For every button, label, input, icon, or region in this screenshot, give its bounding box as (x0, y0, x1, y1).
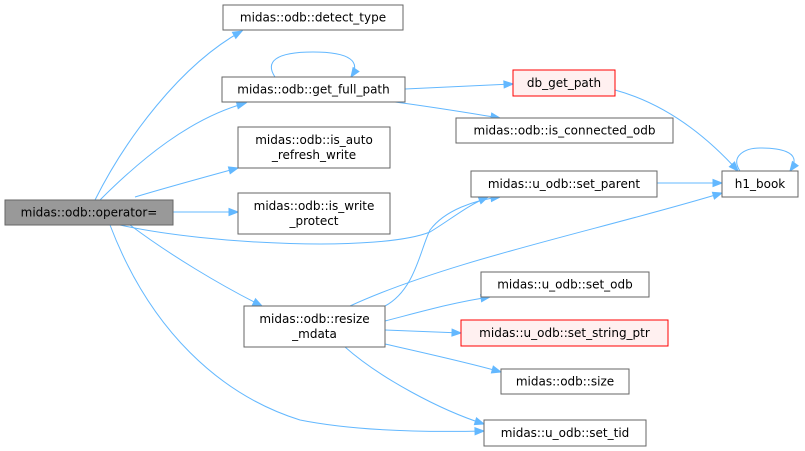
node-box-operator_eq (4, 199, 174, 226)
node-box-set_string_ptr (460, 319, 669, 347)
node-label-resize_mdata-line-1: midas::odb::resize (259, 312, 369, 326)
node-get_full_path[interactable]: midas::odb::get_full_path (221, 76, 406, 103)
arrowhead-operator_eq-to-is_auto_refresh_write (227, 166, 240, 175)
node-detect_type[interactable]: midas::odb::detect_type (222, 4, 404, 31)
arrowhead-resize_mdata-to-h1_book (711, 191, 724, 200)
node-box-is_connected_odb (455, 117, 674, 144)
node-label-h1_book-line-1: h1_book (735, 177, 786, 191)
node-label-detect_type-line-1: midas::odb::detect_type (240, 11, 386, 25)
node-resize_mdata[interactable]: midas::odb::resize_mdata (243, 305, 386, 348)
arrowhead-operator_eq-to-resize_mdata (251, 297, 264, 307)
arrowhead-operator_eq-to-detect_type (231, 30, 244, 40)
node-box-set_tid (483, 419, 647, 447)
edge-operator_eq-to-is_auto_refresh_write (134, 167, 239, 198)
arrowhead-resize_mdata-to-set_string_ptr (451, 328, 463, 337)
node-label-operator_eq-line-1: midas::odb::operator= (21, 206, 158, 220)
node-label-set_odb-line-1: midas::u_odb::set_odb (497, 278, 633, 292)
node-h1_book[interactable]: h1_book (721, 170, 799, 198)
edge-resize_mdata-to-size (384, 343, 502, 373)
edge-resize_mdata-to-set_tid (344, 346, 485, 425)
node-box-set_odb (480, 271, 650, 298)
node-label-size-line-1: midas::odb::size (516, 375, 614, 389)
node-box-is_auto_refresh_write (237, 126, 391, 169)
node-label-is_write_protect-line-2: _protect (288, 214, 338, 228)
node-label-set_string_ptr-line-1: midas::u_odb::set_string_ptr (479, 326, 650, 340)
edge-operator_eq-to-resize_mdata (129, 224, 263, 307)
edge-operator_eq-to-set_tid (109, 224, 485, 432)
node-box-resize_mdata (243, 305, 386, 348)
edge-operator_eq-to-detect_type (94, 30, 243, 201)
edge-get_full_path-to-db_get_path (404, 83, 514, 90)
arrowhead-operator_eq-to-is_write_protect (228, 207, 240, 217)
node-set_parent[interactable]: midas::u_odb::set_parent (470, 170, 658, 198)
arrowhead-operator_eq-to-set_tid (474, 426, 486, 436)
arrowhead-operator_eq-to-get_full_path (235, 101, 248, 110)
node-label-get_full_path-line-1: midas::odb::get_full_path (237, 83, 389, 97)
edge-operator_eq-to-get_full_path (99, 102, 247, 201)
node-box-detect_type (222, 4, 404, 31)
node-is_auto_refresh_write[interactable]: midas::odb::is_auto_refresh_write (237, 126, 391, 169)
node-box-size (500, 368, 630, 395)
edge-resize_mdata-to-h1_book (349, 192, 723, 307)
edge-h1_book-to-h1_book (736, 147, 795, 172)
node-set_string_ptr[interactable]: midas::u_odb::set_string_ptr (460, 319, 669, 347)
node-size[interactable]: midas::odb::size (500, 368, 630, 395)
arrowhead-resize_mdata-to-size (490, 365, 503, 374)
edge-resize_mdata-to-set_parent (384, 196, 501, 307)
node-label-is_auto_refresh_write-line-2: _refresh_write (271, 148, 356, 162)
node-db_get_path[interactable]: db_get_path (512, 69, 616, 97)
node-is_connected_odb[interactable]: midas::odb::is_connected_odb (455, 117, 674, 144)
node-label-is_connected_odb-line-1: midas::odb::is_connected_odb (474, 124, 656, 138)
node-box-db_get_path (512, 69, 616, 97)
node-box-is_write_protect (237, 192, 391, 235)
edges-layer (94, 30, 799, 436)
node-label-is_write_protect-line-1: midas::odb::is_write (254, 199, 375, 213)
node-label-set_tid-line-1: midas::u_odb::set_tid (501, 426, 630, 440)
arrowhead-get_full_path-to-get_full_path (350, 66, 360, 79)
node-label-is_auto_refresh_write-line-1: midas::odb::is_auto (255, 133, 373, 147)
edge-operator_eq-to-set_parent (119, 196, 489, 245)
arrowhead-h1_book-to-h1_book (789, 160, 799, 173)
node-box-h1_book (721, 170, 799, 198)
arrowhead-set_parent-to-h1_book (712, 178, 724, 188)
node-label-resize_mdata-line-2: _mdata (291, 327, 337, 341)
edge-resize_mdata-to-set_odb (384, 296, 491, 322)
edge-get_full_path-to-get_full_path (270, 51, 356, 78)
node-label-db_get_path-line-1: db_get_path (527, 76, 601, 90)
arrowhead-db_get_path-to-h1_book (728, 161, 739, 173)
edge-get_full_path-to-is_connected_odb (394, 101, 501, 119)
arrowhead-resize_mdata-to-set_tid (473, 417, 486, 426)
node-label-set_parent-line-1: midas::u_odb::set_parent (488, 177, 641, 191)
node-box-set_parent (470, 170, 658, 198)
nodes-layer: midas::odb::operator= midas::odb::detect_… (4, 4, 799, 447)
node-operator_eq[interactable]: midas::odb::operator= (4, 199, 174, 226)
node-set_odb[interactable]: midas::u_odb::set_odb (480, 271, 650, 298)
node-set_tid[interactable]: midas::u_odb::set_tid (483, 419, 647, 447)
node-is_write_protect[interactable]: midas::odb::is_write_protect (237, 192, 391, 235)
arrowhead-get_full_path-to-db_get_path (503, 80, 515, 89)
node-box-get_full_path (221, 76, 406, 103)
edge-resize_mdata-to-set_string_ptr (384, 329, 462, 334)
edge-db_get_path-to-h1_book (614, 89, 739, 172)
